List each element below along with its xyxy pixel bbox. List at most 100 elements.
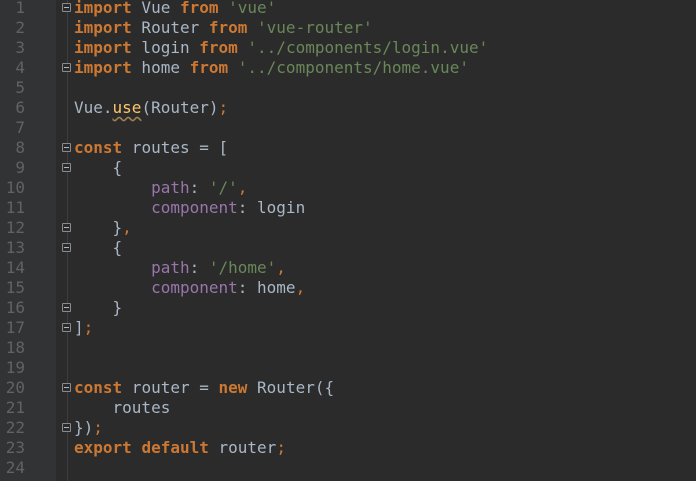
fold-toggle-icon[interactable]	[62, 163, 71, 172]
code-line[interactable]: 18	[0, 338, 696, 358]
code-text: component: login	[74, 198, 305, 218]
line-number: 22	[5, 418, 25, 437]
code-text: import Vue from 'vue'	[74, 0, 276, 18]
line-number: 24	[5, 458, 25, 477]
line-number: 10	[5, 178, 25, 197]
code-line[interactable]: 5	[0, 78, 696, 98]
line-number: 17	[5, 318, 25, 337]
string-token: '../components/home.vue'	[237, 58, 469, 77]
fold-toggle-icon[interactable]	[62, 3, 71, 12]
keyword-token: default	[141, 438, 209, 457]
identifier-token: Vue	[131, 0, 180, 17]
code-line[interactable]: 16 }	[0, 298, 696, 318]
fold-gutter-divider	[67, 0, 68, 481]
code-line[interactable]: 10 path: '/',	[0, 178, 696, 198]
identifier-token: router =	[122, 378, 219, 397]
punctuation-token: ;	[218, 98, 229, 117]
code-line[interactable]: 12 },	[0, 218, 696, 238]
code-text: const routes = [	[74, 138, 228, 158]
function-token: use	[112, 98, 142, 117]
identifier-token	[247, 18, 257, 37]
code-line[interactable]: 24	[0, 458, 696, 478]
keyword-token: from	[208, 18, 248, 37]
code-line[interactable]: 2 import Router from 'vue-router'	[0, 18, 696, 38]
line-number: 9	[15, 158, 25, 177]
identifier-token	[74, 258, 151, 277]
line-number-gutter	[0, 0, 56, 481]
line-number: 2	[15, 18, 25, 37]
line-number: 7	[15, 118, 25, 137]
keyword-token: const	[74, 378, 123, 397]
identifier-token	[228, 58, 238, 77]
line-number: 6	[15, 98, 25, 117]
keyword-token: from	[189, 58, 229, 77]
property-token: component	[151, 278, 238, 297]
identifier-token	[74, 178, 151, 197]
code-line[interactable]: 9 {	[0, 158, 696, 178]
identifier-token	[74, 198, 151, 217]
keyword-token: import	[74, 58, 132, 77]
code-text	[74, 458, 78, 481]
code-line[interactable]: 15 component: home,	[0, 278, 696, 298]
line-number: 5	[15, 78, 25, 97]
code-line[interactable]: 13 {	[0, 238, 696, 258]
code-text: import login from '../components/login.v…	[74, 38, 488, 58]
keyword-token: const	[74, 138, 123, 157]
identifier-token: })	[74, 418, 94, 437]
code-text: ];	[74, 318, 93, 338]
property-token: path	[151, 178, 190, 197]
fold-toggle-icon[interactable]	[62, 323, 71, 332]
line-number: 11	[5, 198, 25, 217]
fold-toggle-icon[interactable]	[62, 243, 71, 252]
punctuation-token: ;	[93, 418, 103, 437]
code-line[interactable]: 22});	[0, 418, 696, 438]
code-line[interactable]: 11 component: login	[0, 198, 696, 218]
line-number: 1	[15, 0, 25, 17]
identifier-token: {	[74, 158, 123, 177]
code-text: },	[74, 218, 132, 238]
fold-toggle-icon[interactable]	[62, 223, 71, 232]
code-line[interactable]: 19	[0, 358, 696, 378]
identifier-token: login	[131, 38, 200, 57]
identifier-token: home	[131, 58, 190, 77]
fold-toggle-icon[interactable]	[62, 303, 71, 312]
fold-toggle-icon[interactable]	[62, 143, 71, 152]
fold-toggle-icon[interactable]	[62, 423, 71, 432]
line-number: 20	[5, 378, 25, 397]
string-token: '../components/login.vue'	[247, 38, 489, 57]
identifier-token: {	[74, 238, 123, 257]
code-text: {	[74, 238, 123, 258]
punctuation-token: ;	[276, 438, 286, 457]
code-text: routes	[74, 398, 171, 418]
identifier-token: Router({	[247, 378, 335, 397]
string-token: '/home'	[208, 258, 277, 277]
identifier-token: Router	[131, 18, 209, 37]
code-line[interactable]: 7	[0, 118, 696, 138]
line-number: 8	[15, 138, 25, 157]
code-line[interactable]: 1 import Vue from 'vue'	[0, 0, 696, 18]
keyword-token: import	[74, 18, 132, 37]
line-number: 13	[5, 238, 25, 257]
identifier-token: Vue.	[74, 98, 113, 117]
punctuation-token: ,	[122, 218, 132, 237]
line-number: 21	[5, 398, 25, 417]
fold-toggle-icon[interactable]	[62, 63, 71, 72]
code-text: });	[74, 418, 103, 438]
code-line[interactable]: 8 const routes = [	[0, 138, 696, 158]
code-line[interactable]: 14 path: '/home',	[0, 258, 696, 278]
identifier-token	[238, 38, 248, 57]
line-number: 23	[5, 438, 25, 457]
fold-toggle-icon[interactable]	[62, 383, 71, 392]
identifier-token	[132, 438, 142, 457]
property-token: component	[151, 198, 238, 217]
code-line[interactable]: 17];	[0, 318, 696, 338]
code-line[interactable]: 21 routes	[0, 398, 696, 418]
code-text: import Router from 'vue-router'	[74, 18, 373, 38]
